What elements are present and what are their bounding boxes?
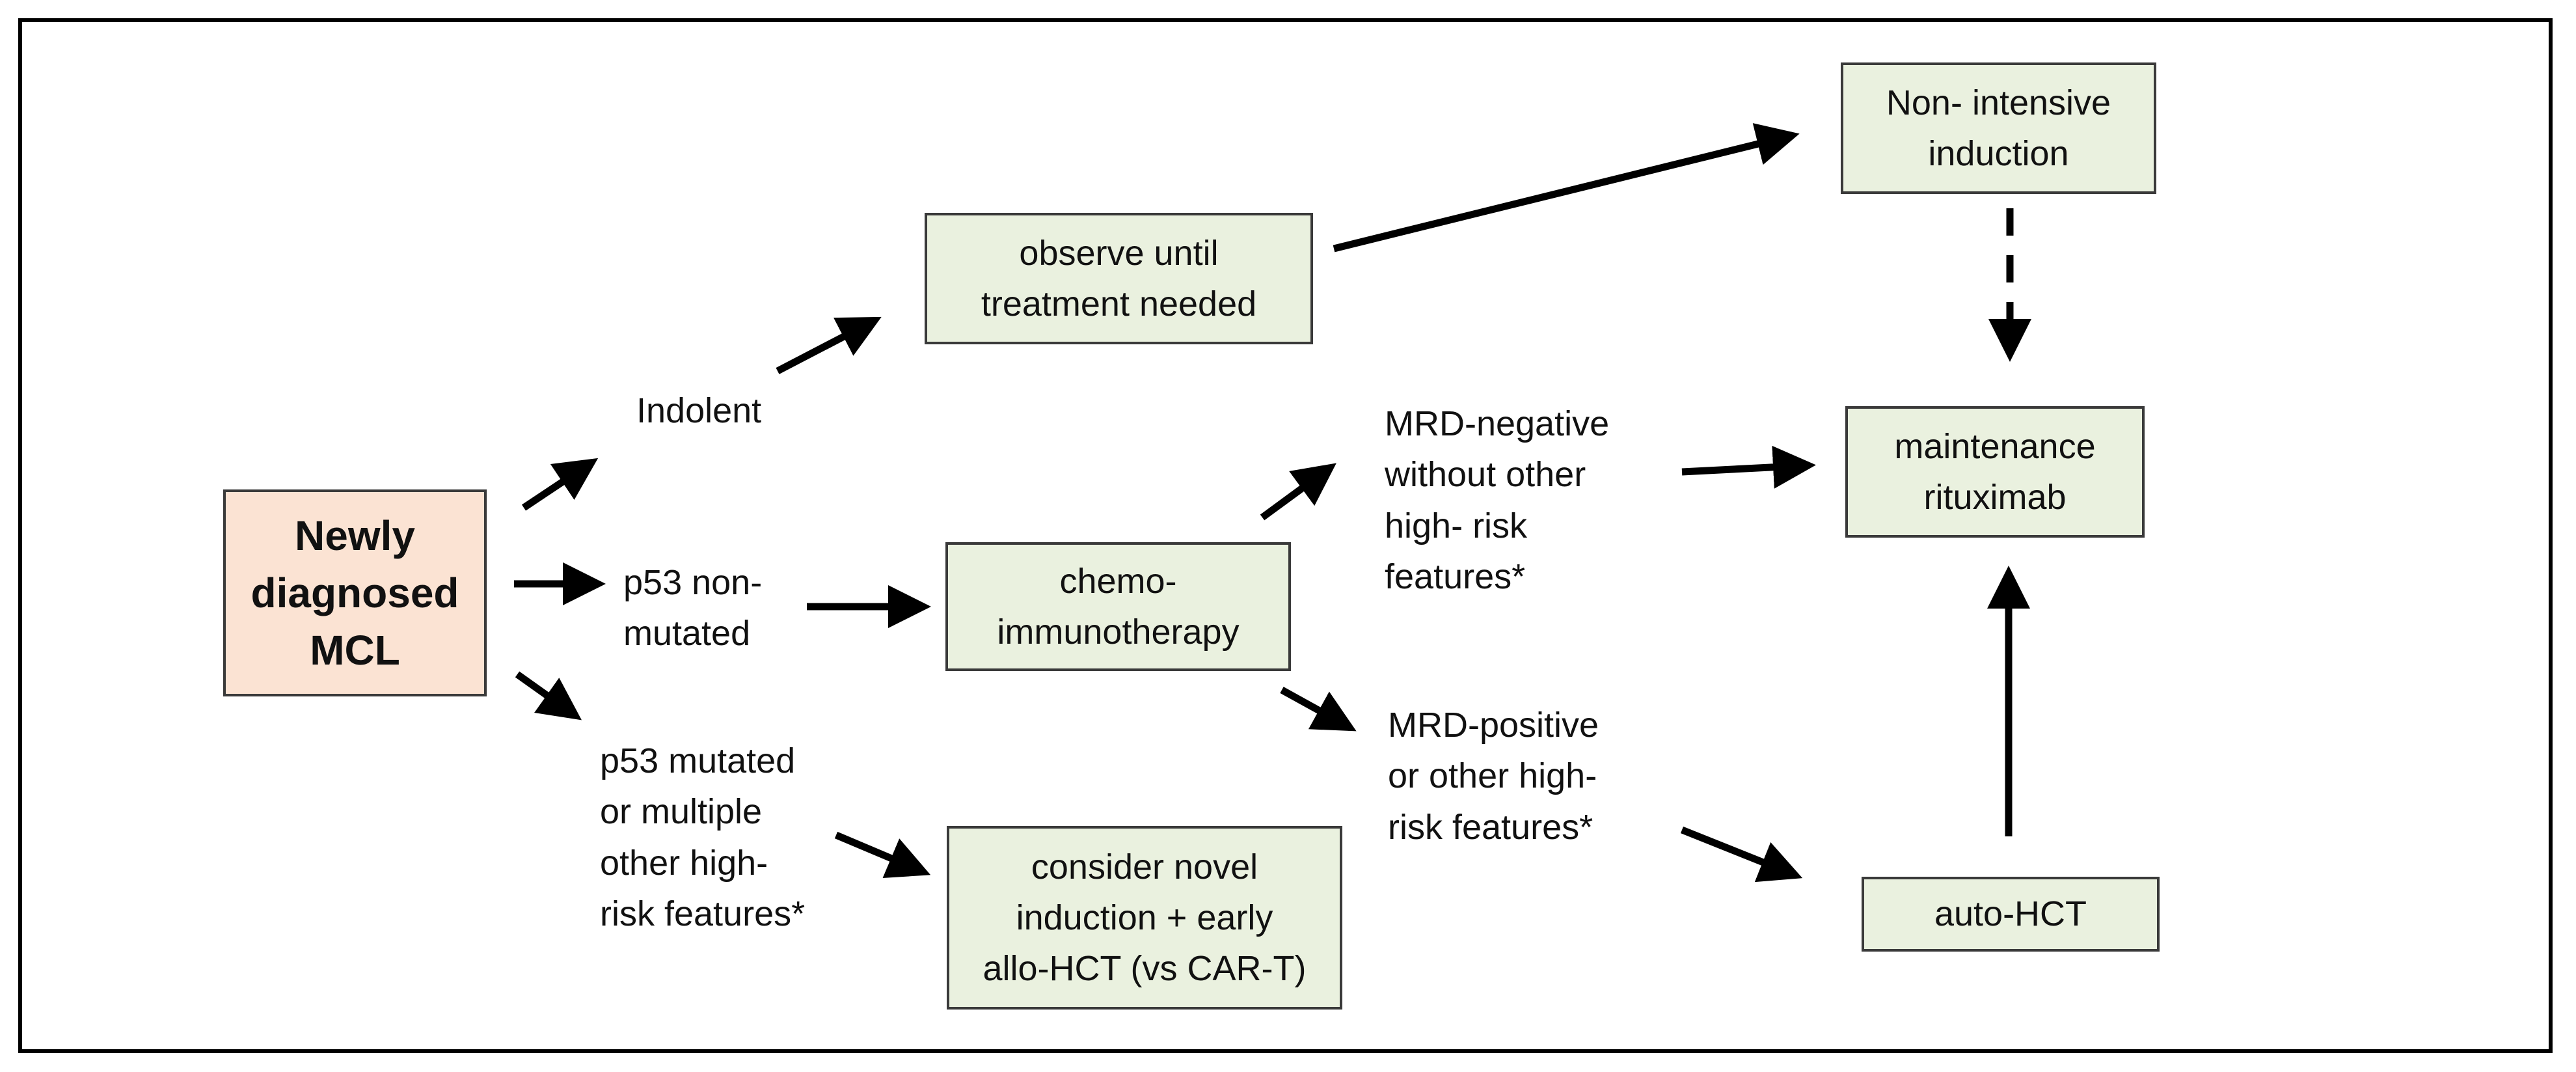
arrow-mrd-negative-to-maintenance xyxy=(1681,445,1816,489)
node-newly-diagnosed-mcl: Newly diagnosed MCL xyxy=(223,489,487,696)
label-mrd-positive: MRD-positive or other high- risk feature… xyxy=(1388,706,1599,847)
arrow-start-to-indolent xyxy=(521,458,599,511)
arrow-mrd-positive-to-auto-hct xyxy=(1680,826,1803,883)
node-novel-induction-allo-hct: consider novel induction + early allo-HC… xyxy=(947,826,1342,1010)
node-chemo-immunotherapy: chemo- immunotherapy xyxy=(945,542,1291,671)
node-auto-hct: auto-HCT xyxy=(1862,877,2160,952)
arrow-chemo-to-mrd-positive xyxy=(1280,687,1357,732)
label-mrd-negative: MRD-negative without other high- risk fe… xyxy=(1385,404,1610,596)
label-p53-mutated: p53 mutated or multiple other high- risk… xyxy=(600,741,806,933)
arrow-indolent-to-observe xyxy=(776,316,882,374)
node-observe-until-treatment: observe until treatment needed xyxy=(925,213,1313,344)
arrow-p53-mutated-to-novel xyxy=(834,831,931,879)
arrow-chemo-to-mrd-negative xyxy=(1260,463,1336,521)
node-maintenance-rituximab: maintenance rituximab xyxy=(1845,406,2145,538)
arrow-start-to-p53-mutated xyxy=(515,671,582,721)
arrow-observe-to-non-intensive xyxy=(1333,123,1800,253)
label-indolent: Indolent xyxy=(636,391,762,430)
node-non-intensive-induction: Non- intensive induction xyxy=(1841,62,2156,194)
label-p53-non-mutated: p53 non- mutated xyxy=(623,563,763,653)
